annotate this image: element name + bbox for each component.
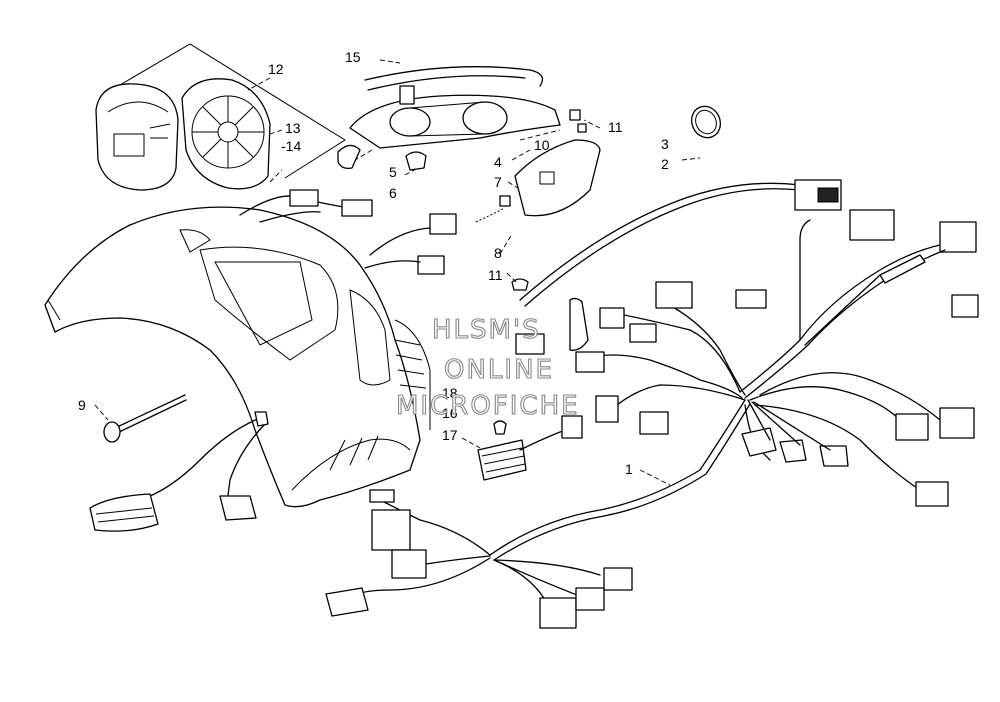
headlight-assembly: [337, 66, 601, 217]
callout-12: 12: [268, 61, 284, 77]
callout-6: 6: [389, 185, 397, 201]
callout-13: 13: [285, 120, 301, 136]
voltage-regulator: [477, 415, 583, 481]
left-sub-harness: [89, 411, 269, 532]
callout-7: 7: [494, 174, 502, 190]
callout-4: 4: [494, 154, 502, 170]
watermark-line-1: HLSM'S: [432, 315, 541, 345]
callout-11-top: 11: [608, 119, 623, 135]
watermark-line-3: MICROFICHE: [396, 391, 580, 421]
callout-3: 3: [661, 136, 669, 152]
callout-17: 17: [442, 427, 458, 443]
headlight-plugs: [239, 189, 529, 291]
callout-1: 1: [625, 461, 633, 477]
callout-2: 2: [661, 156, 669, 172]
watermark-line-2: ONLINE: [444, 355, 554, 385]
callout-16: 16: [442, 405, 458, 421]
watermark: HLSM'S ONLINE MICROFICHE: [395, 314, 580, 421]
callout-8: 8: [494, 245, 502, 261]
callout-15: 15: [345, 49, 361, 65]
main-wiring-harness: [325, 179, 979, 629]
headlight-fairing: [44, 206, 431, 508]
callout-14: -14: [281, 138, 301, 154]
callout-11-bottom: 11: [488, 267, 503, 283]
bolt: [103, 394, 187, 443]
retaining-ring-inner: [695, 109, 717, 135]
callout-18: 18: [442, 385, 458, 401]
callout-5: 5: [389, 164, 397, 180]
callout-10: 10: [534, 137, 550, 153]
retaining-ring: [690, 105, 722, 139]
gauge-cluster: [95, 43, 346, 191]
callout-9: 9: [78, 397, 86, 413]
